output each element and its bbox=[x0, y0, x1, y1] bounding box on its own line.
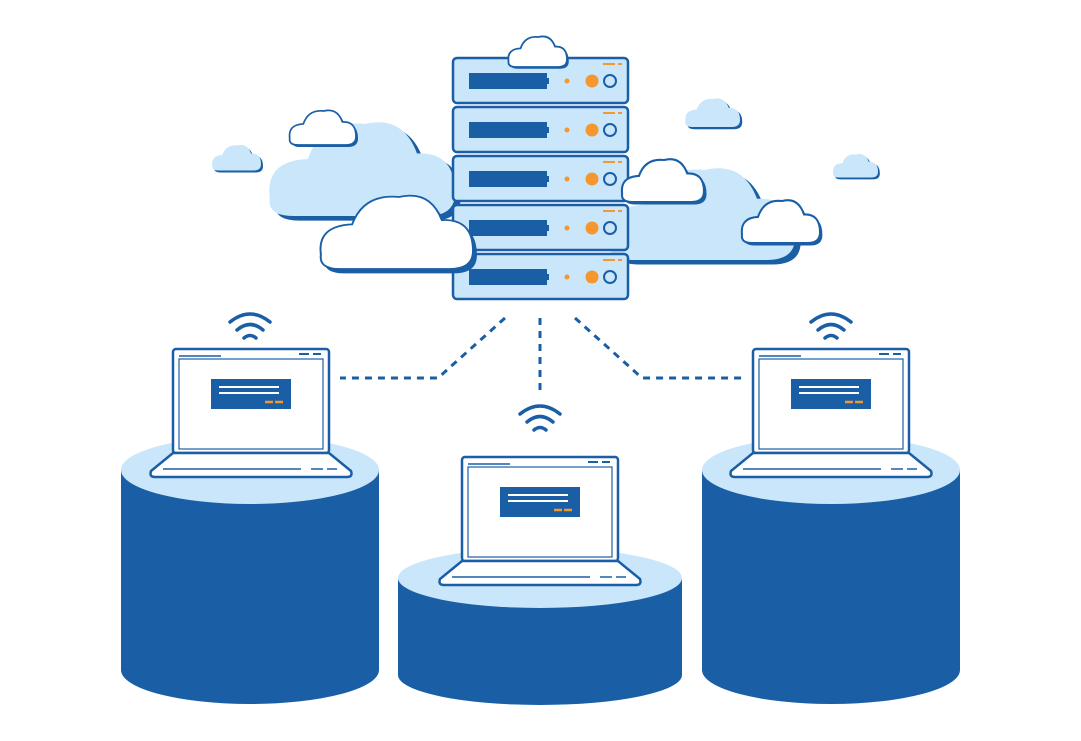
laptop-left bbox=[149, 347, 353, 479]
laptop-icon bbox=[438, 455, 642, 587]
cloud-icon bbox=[288, 109, 359, 148]
server-unit bbox=[451, 105, 630, 154]
server-unit bbox=[451, 252, 630, 301]
cloud-icon bbox=[620, 158, 707, 205]
connection-left bbox=[340, 316, 507, 380]
connection-right bbox=[573, 316, 742, 380]
wifi-icon bbox=[228, 312, 272, 340]
server-unit bbox=[451, 154, 630, 203]
cloud-icon bbox=[685, 98, 743, 130]
server-unit bbox=[451, 203, 630, 252]
server-unit bbox=[451, 56, 630, 105]
laptop-center bbox=[438, 455, 642, 587]
laptop-right bbox=[729, 347, 933, 479]
wifi-icon bbox=[809, 312, 853, 340]
connection-lines bbox=[340, 316, 742, 395]
cloud-icon bbox=[212, 145, 263, 173]
cloud-icon bbox=[833, 154, 880, 180]
laptop-icon bbox=[729, 347, 933, 479]
server-rack-icon bbox=[451, 56, 630, 301]
wifi-icon bbox=[518, 404, 562, 432]
laptop-icon bbox=[149, 347, 353, 479]
cloud-icon bbox=[507, 35, 569, 69]
